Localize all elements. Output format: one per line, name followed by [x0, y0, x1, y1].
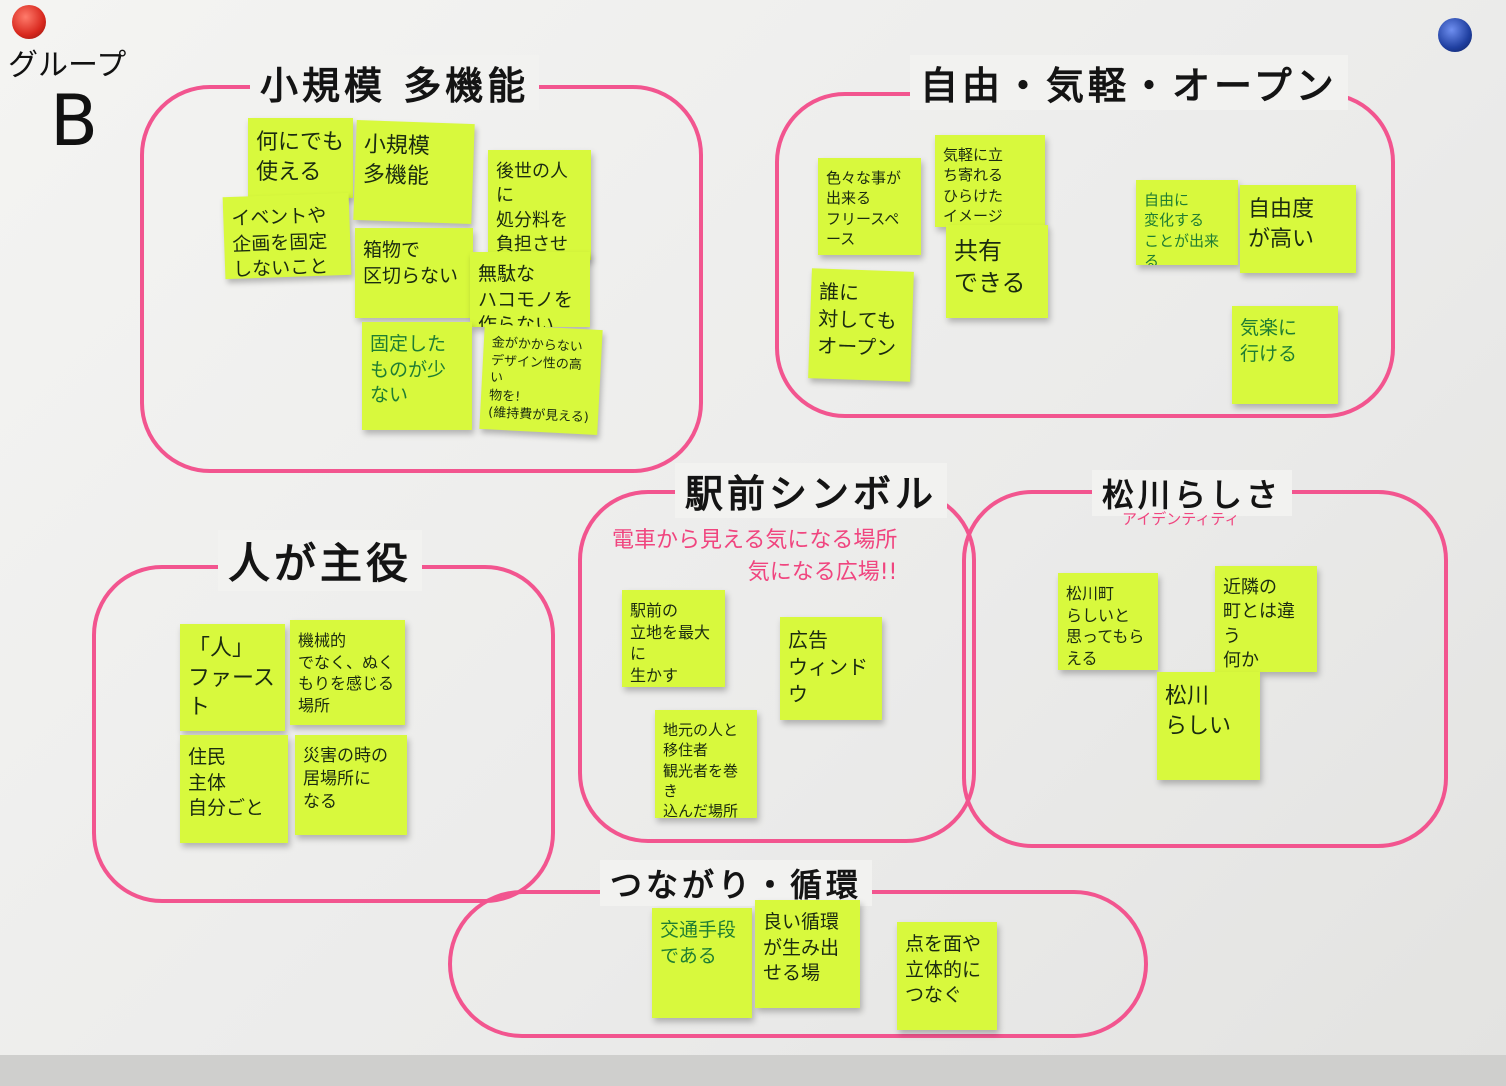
sticky-note: 無駄な ハコモノを 作らない: [470, 252, 590, 327]
cluster-subtitle: 電車から見える気になる場所 気になる広場!!: [612, 528, 898, 585]
sticky-note: 災害の時の 居場所に なる: [295, 735, 407, 835]
sticky-note: 小規模 多機能: [353, 119, 475, 225]
sticky-note: 誰に 対しても オープン: [808, 268, 914, 382]
sticky-note: 点を面や 立体的に つなぐ: [897, 922, 997, 1030]
cluster-outline: [962, 490, 1448, 848]
sticky-note: 住民 主体 自分ごと: [180, 735, 288, 843]
cluster-subtitle: アイデンティティ: [1122, 510, 1240, 528]
sticky-note: 駅前の 立地を最大に 生かす: [622, 590, 725, 687]
red-pin-icon: [12, 5, 46, 39]
sticky-note: 箱物で 区切らない: [355, 228, 473, 318]
cluster-outline: [92, 565, 555, 903]
sticky-note: 広告 ウィンドウ: [780, 617, 882, 720]
sticky-note: 交通手段 である: [652, 908, 752, 1018]
sticky-note: 近隣の 町とは違う 何か: [1215, 566, 1317, 672]
sticky-note: 松川町 らしいと 思ってもらえる: [1058, 573, 1158, 670]
sticky-note: 後世の人に 処分料を 負担させない: [488, 150, 591, 260]
floor: [0, 1055, 1506, 1086]
sticky-note: 機械的 でなく、ぬく もりを感じる 場所: [290, 620, 405, 725]
sticky-note: 共有 できる: [946, 225, 1048, 318]
cluster-title: 人が主役: [218, 530, 423, 591]
cluster-title: 松川らしさ: [1092, 470, 1293, 516]
group-letter: B: [50, 80, 99, 162]
cluster-title: つながり・循環: [600, 860, 873, 906]
sticky-note: 良い循環 が生み出 せる場: [755, 900, 860, 1008]
sticky-note: 自由に 変化する ことが出来る: [1136, 180, 1238, 265]
sticky-note: 固定した ものが少ない: [362, 322, 472, 430]
sticky-note: 自由度 が高い: [1240, 185, 1356, 273]
group-label: グループ: [8, 48, 127, 83]
cluster-title: 自由・気軽・オープン: [910, 55, 1348, 110]
sticky-note: 色々な事が 出来る フリースペース: [818, 158, 921, 255]
sticky-note: 地元の人と 移住者 観光者を巻き 込んだ場所: [655, 710, 757, 818]
cluster-title: 駅前シンボル: [675, 463, 948, 518]
sticky-note: 「人」 ファースト: [180, 624, 285, 731]
sticky-note: イベントや 企画を固定 しないこと: [222, 192, 352, 280]
sticky-note: 何にでも使える: [248, 118, 353, 198]
sticky-note: 気楽に 行ける: [1232, 306, 1338, 404]
cluster-title: 小規模 多機能: [250, 55, 540, 110]
sticky-note: 金がかからない デザイン性の高い 物を! (維持費が見える): [479, 323, 603, 436]
sticky-note: 気軽に立 ち寄れる ひらけた イメージ: [935, 135, 1045, 227]
blue-pin-icon: [1438, 18, 1472, 52]
sticky-note: 松川 らしい: [1157, 672, 1260, 780]
